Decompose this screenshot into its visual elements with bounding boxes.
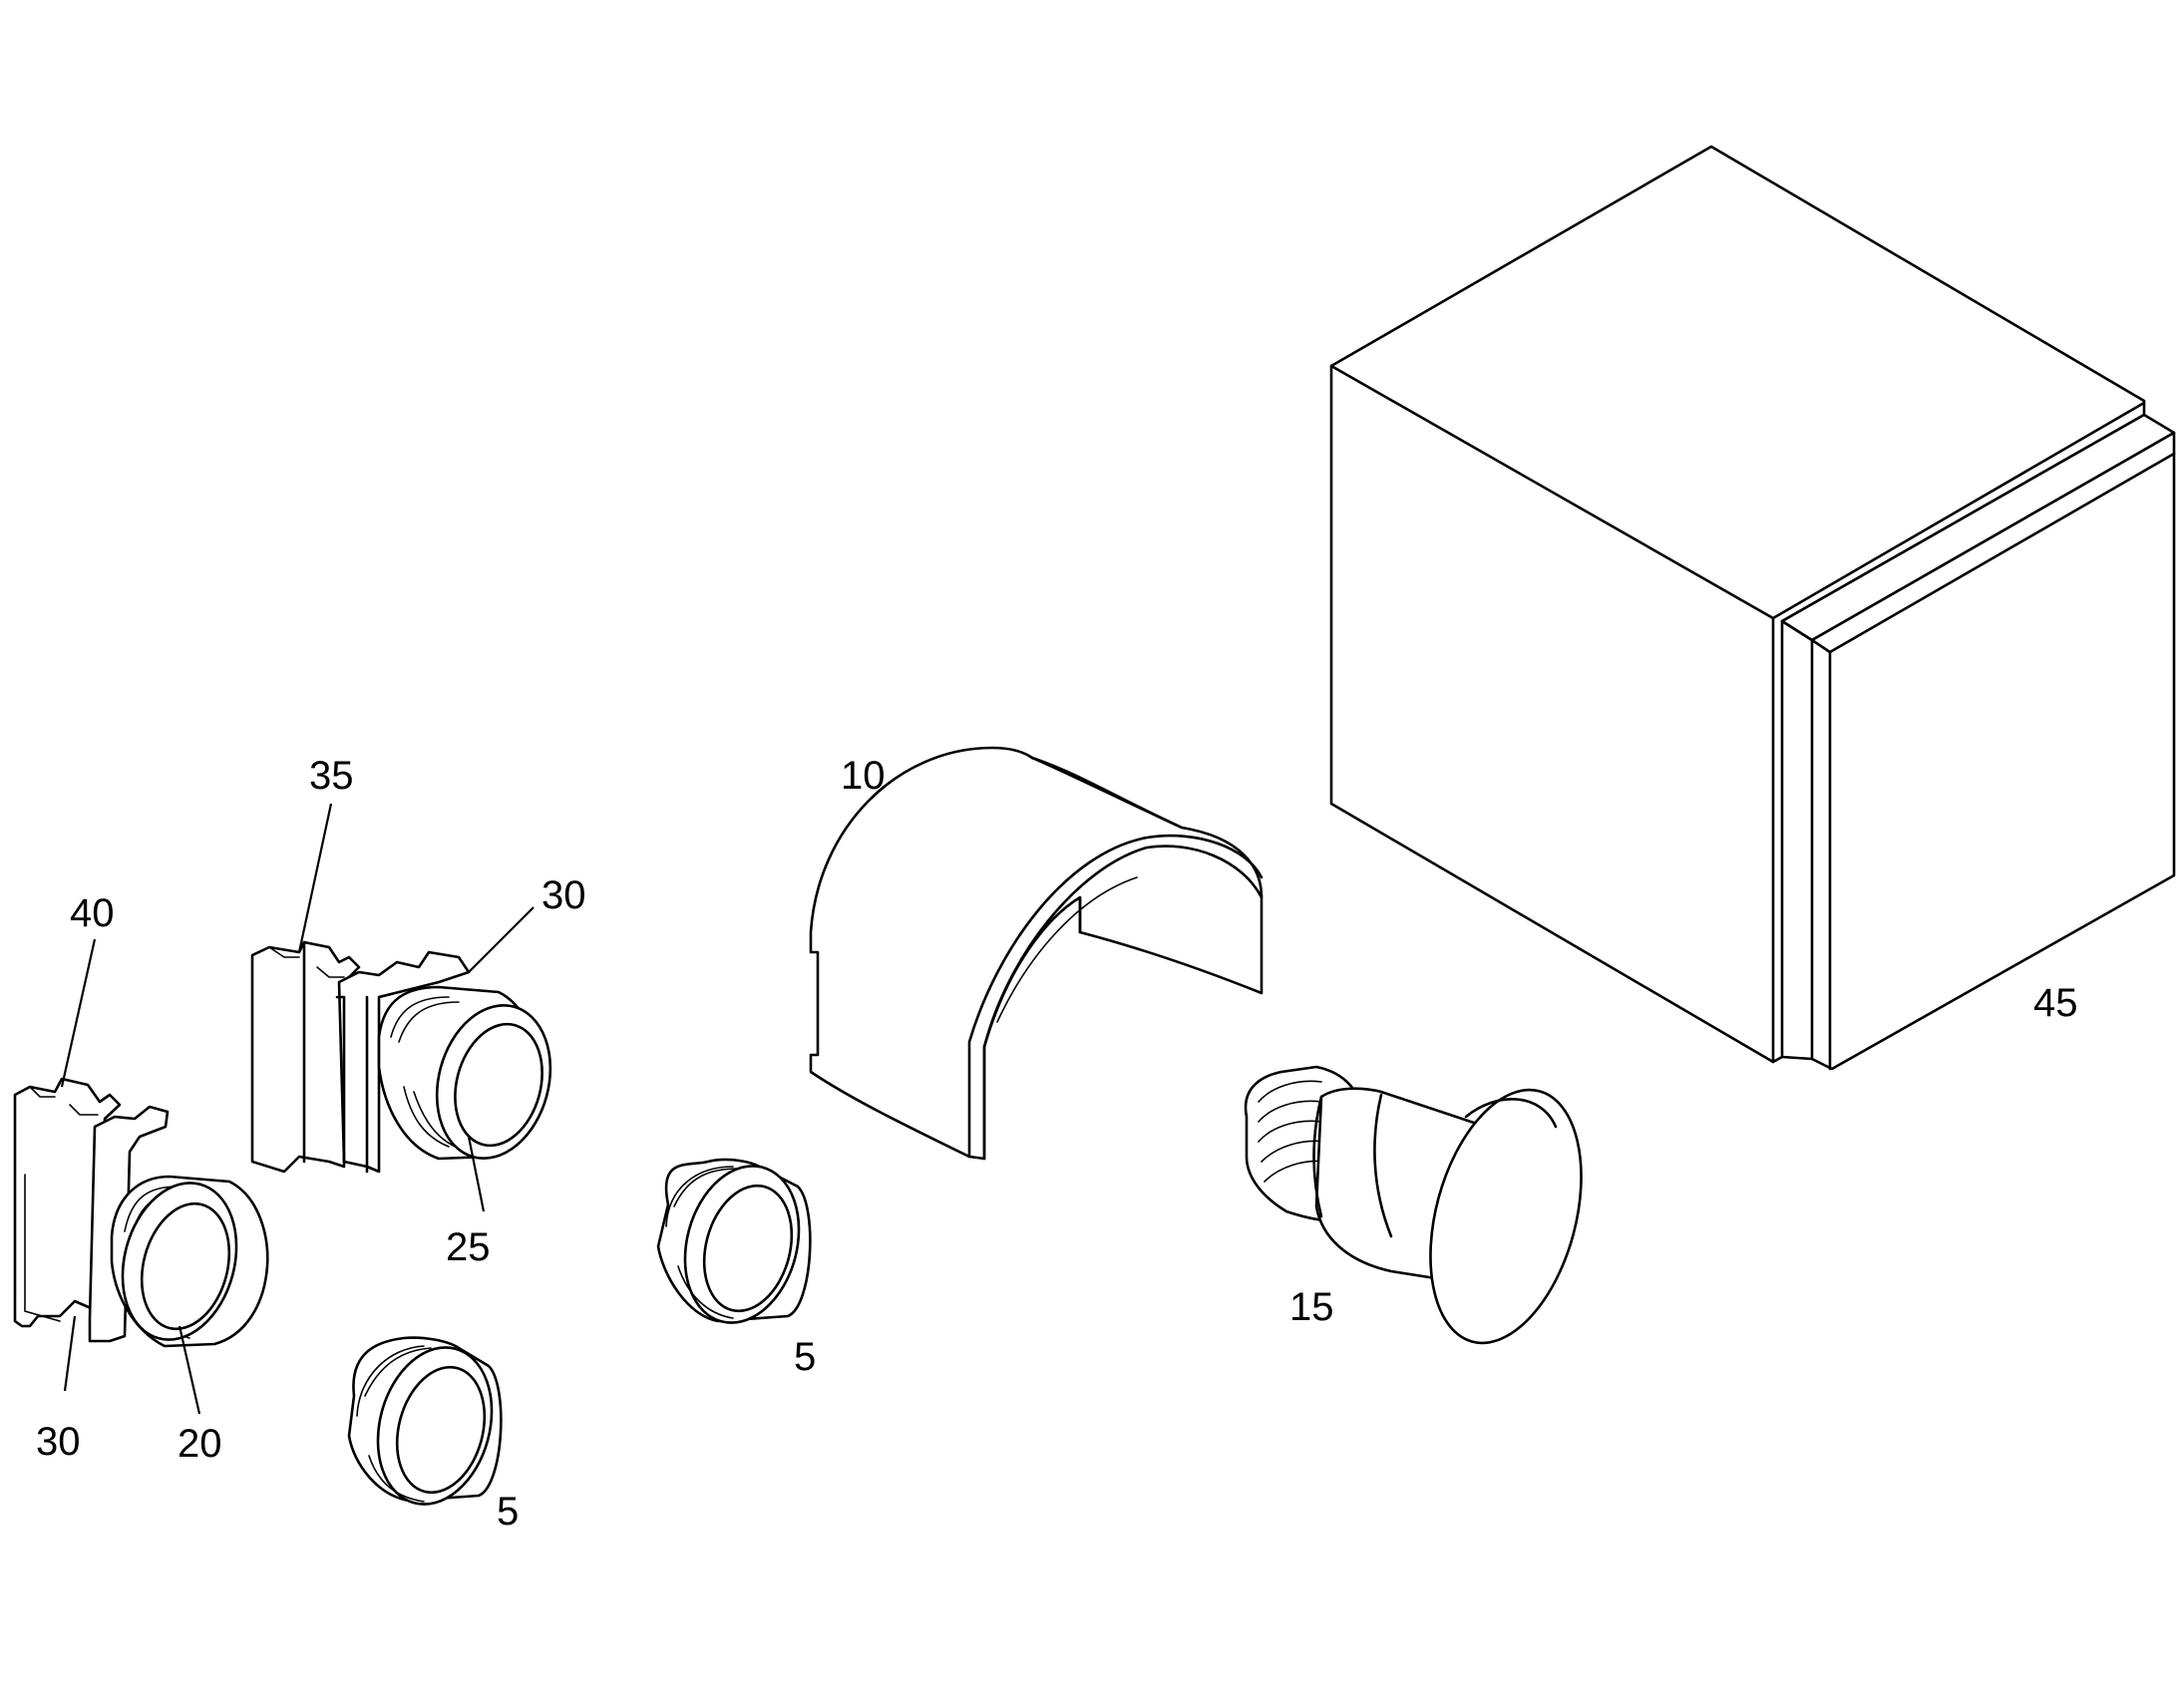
part-25-button-assembly [250,940,552,1174]
label-25: 25 [446,1225,491,1269]
label-35: 35 [309,754,354,798]
part-45-housing-box [1329,145,2176,1071]
callout-labels: 10 35 30 40 45 25 15 5 30 20 5 [36,754,2078,1534]
label-10: 10 [841,754,886,798]
label-30-lower: 30 [36,1420,81,1464]
label-40: 40 [70,891,115,935]
label-20: 20 [178,1422,222,1466]
label-45: 45 [2033,981,2078,1025]
part-5-cap-lower [347,1336,503,1506]
part-20-button-assembly [13,1077,269,1348]
label-30-upper: 30 [542,873,586,917]
part-10-arched-shroud [809,746,1264,1161]
label-5-lower: 5 [497,1490,519,1534]
leader-lines [60,803,535,1415]
part-5-cap-upper [656,1158,812,1324]
label-15: 15 [1289,1285,1334,1329]
part-15-mushroom-button [1244,1065,1583,1345]
label-5-upper: 5 [794,1335,816,1379]
